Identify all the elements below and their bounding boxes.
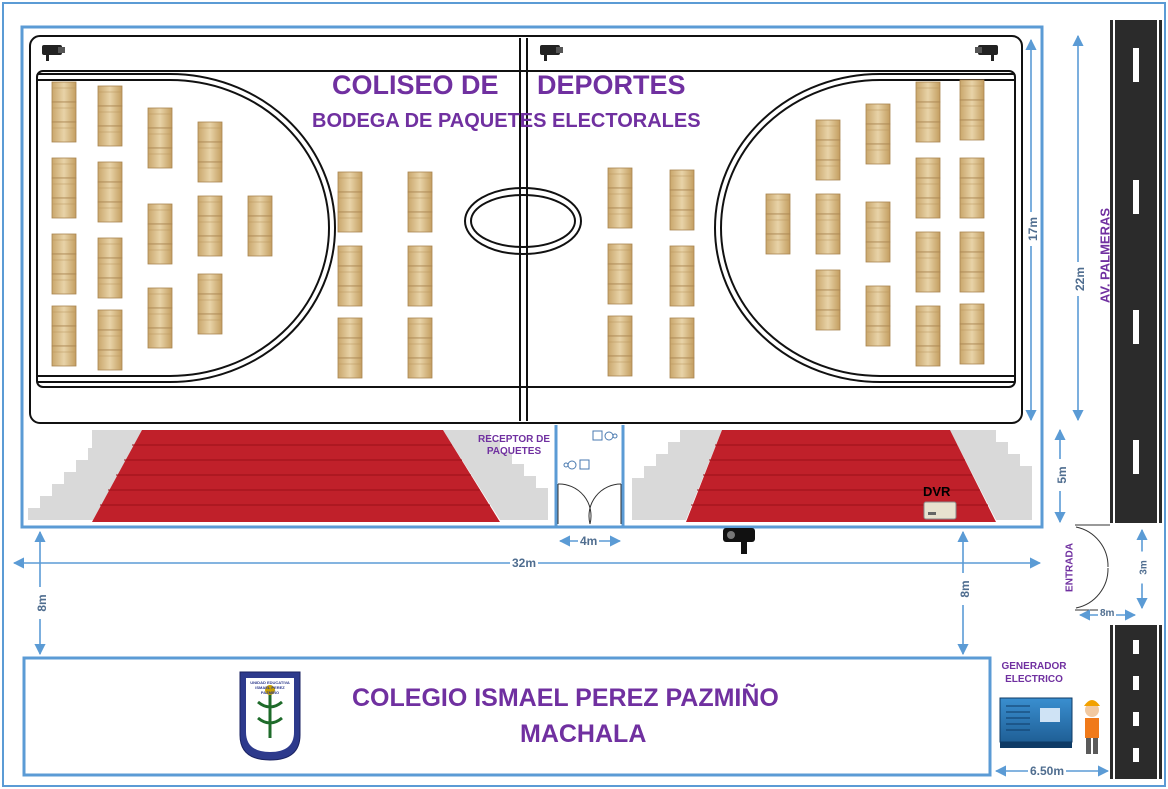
dim-entrance-width: 8m — [1098, 608, 1117, 619]
package-box-stack — [915, 157, 941, 219]
security-camera-icon — [975, 45, 998, 61]
package-box-stack — [147, 203, 173, 265]
package-box-stack — [815, 119, 841, 181]
package-box-stack — [51, 157, 77, 219]
package-box-stack — [915, 231, 941, 293]
avenue-road — [1110, 20, 1162, 779]
package-box-stack — [197, 121, 223, 183]
security-camera-icon — [42, 45, 65, 61]
title-line2: BODEGA DE PAQUETES ELECTORALES — [312, 110, 701, 132]
logo-city-text: MACHALA — [256, 744, 282, 750]
security-camera-icon — [723, 528, 755, 554]
package-box-stack — [607, 167, 633, 229]
school-name: COLEGIO ISMAEL PEREZ PAZMIÑO — [352, 684, 779, 712]
security-camera-icon — [540, 45, 563, 61]
school-city: MACHALA — [520, 720, 647, 748]
package-box-stack — [197, 195, 223, 257]
basketball-court — [29, 35, 1023, 424]
dvr-label: DVR — [923, 484, 951, 499]
package-box-stack — [337, 317, 363, 379]
right-stands — [632, 430, 1032, 522]
dim-total-height: 22m — [1073, 262, 1087, 296]
package-box-stack — [865, 103, 891, 165]
dim-entrance-height: 3m — [1138, 551, 1150, 584]
package-box-stack — [97, 309, 123, 371]
package-box-stack — [959, 303, 985, 365]
dim-door-width: 4m — [578, 534, 600, 548]
worker-icon — [1084, 700, 1100, 754]
package-box-stack — [147, 107, 173, 169]
dim-total-width: 32m — [510, 556, 539, 570]
main-entrance-gate — [1075, 524, 1110, 611]
sensor-icon — [563, 430, 618, 470]
door-swing — [557, 483, 622, 525]
dim-right-gap: 8m — [958, 573, 972, 605]
generator-icon — [999, 697, 1073, 748]
entrada-label: ENTRADA — [1064, 543, 1076, 592]
package-box-stack — [407, 171, 433, 233]
dim-stands-height: 5m — [1055, 459, 1069, 491]
package-box-stack — [407, 317, 433, 379]
package-box-stack — [959, 157, 985, 219]
package-box-stack — [915, 305, 941, 367]
package-box-stack — [197, 273, 223, 335]
school-logo — [239, 671, 301, 761]
title-line1-left: COLISEO DE — [332, 70, 499, 100]
package-box-stack — [765, 193, 791, 255]
package-box-stack — [669, 245, 695, 307]
avenue-label: AV. PALMERAS — [1097, 207, 1113, 304]
receptor-label: RECEPTOR DE PAQUETES — [477, 434, 551, 457]
package-box-stack — [407, 245, 433, 307]
package-box-stack — [97, 85, 123, 147]
package-box-stack — [51, 81, 77, 143]
logo-arc-text: UNIDAD EDUCATIVA ISMAEL PEREZ PAZMIÑO — [250, 680, 290, 695]
package-box-stack — [959, 79, 985, 141]
package-box-stack — [815, 193, 841, 255]
package-box-stack — [915, 81, 941, 143]
dim-left-gap: 8m — [35, 587, 49, 619]
package-box-stack — [865, 285, 891, 347]
package-box-stack — [959, 231, 985, 293]
package-box-stack — [865, 201, 891, 263]
title-line1-right: DEPORTES — [537, 70, 686, 100]
receiving-door — [554, 425, 625, 527]
package-box-stack — [337, 171, 363, 233]
package-box-stack — [247, 195, 273, 257]
package-box-stack — [669, 169, 695, 231]
package-box-stack — [51, 233, 77, 295]
coliseum-wall — [20, 25, 1044, 529]
dvr-device — [923, 501, 957, 520]
package-box-stack — [607, 315, 633, 377]
dim-court-height: 17m — [1026, 212, 1040, 246]
package-box-stack — [337, 245, 363, 307]
package-box-stack — [815, 269, 841, 331]
school-building — [22, 656, 992, 777]
package-box-stack — [51, 305, 77, 367]
dim-generator-width: 6.50m — [1028, 764, 1067, 778]
package-box-stack — [607, 243, 633, 305]
left-stands — [28, 430, 548, 522]
generator-label: GENERADOR ELECTRICO — [1001, 661, 1067, 685]
package-box-stack — [97, 237, 123, 299]
package-boxes — [51, 79, 985, 379]
package-box-stack — [97, 161, 123, 223]
package-box-stack — [147, 287, 173, 349]
package-box-stack — [669, 317, 695, 379]
